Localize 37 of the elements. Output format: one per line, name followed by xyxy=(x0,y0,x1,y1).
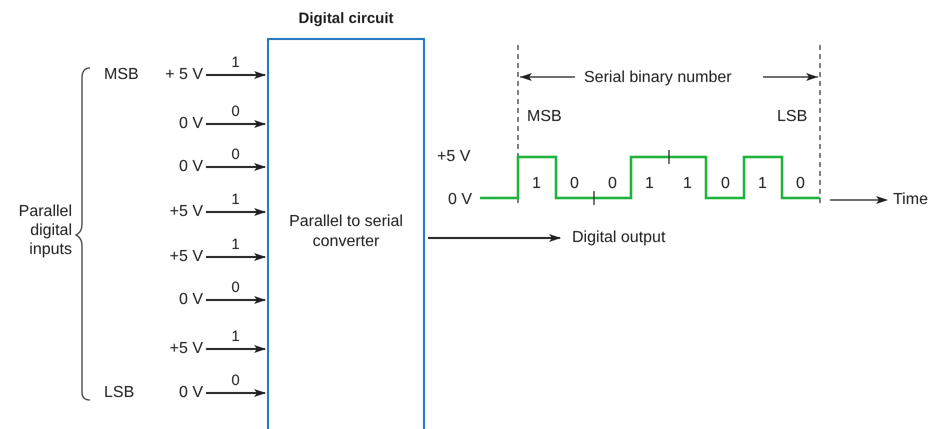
annotation-label: LSB xyxy=(104,384,134,402)
voltage-label: 0 V xyxy=(143,291,203,309)
voltage-label: 0 V xyxy=(143,158,203,176)
bit-value: 1 xyxy=(758,175,767,193)
block-label: Parallel to serial converter xyxy=(288,212,404,252)
annotation-label: 0 V xyxy=(448,191,472,209)
bit-value: 1 xyxy=(645,175,654,193)
output-label: Digital output xyxy=(572,229,692,247)
voltage-label: 0 V xyxy=(143,384,203,402)
axis-label: Time xyxy=(893,191,928,209)
block-heading: Digital circuit xyxy=(297,10,395,27)
arrow xyxy=(206,71,266,79)
voltage-label: + 5 V xyxy=(143,66,203,84)
annotation-label: Serial binary number xyxy=(584,69,732,87)
bit-value: 0 xyxy=(570,175,579,193)
voltage-label: +5 V xyxy=(143,203,203,221)
bit-value: 1 xyxy=(683,175,692,193)
bit-value: 1 xyxy=(532,175,541,193)
voltage-label: +5 V xyxy=(143,248,203,266)
group-label: Parallel digital inputs xyxy=(18,202,72,259)
annotation-label: MSB xyxy=(527,108,562,126)
arrow xyxy=(206,163,266,171)
annotation-label: +5 V xyxy=(437,148,470,166)
bit-value: 0 xyxy=(608,175,617,193)
arrow xyxy=(428,234,561,242)
arrow xyxy=(206,296,266,304)
voltage-label: +5 V xyxy=(143,340,203,358)
arrow xyxy=(206,345,266,353)
arrow xyxy=(206,208,266,216)
annotation-label: LSB xyxy=(777,108,808,126)
arrow xyxy=(206,389,266,397)
arrow xyxy=(206,120,266,128)
voltage-label: 0 V xyxy=(143,115,203,133)
annotation-label: MSB xyxy=(104,66,139,84)
bit-value: 0 xyxy=(721,175,730,193)
bit-value: 0 xyxy=(796,175,805,193)
arrow xyxy=(206,253,266,261)
